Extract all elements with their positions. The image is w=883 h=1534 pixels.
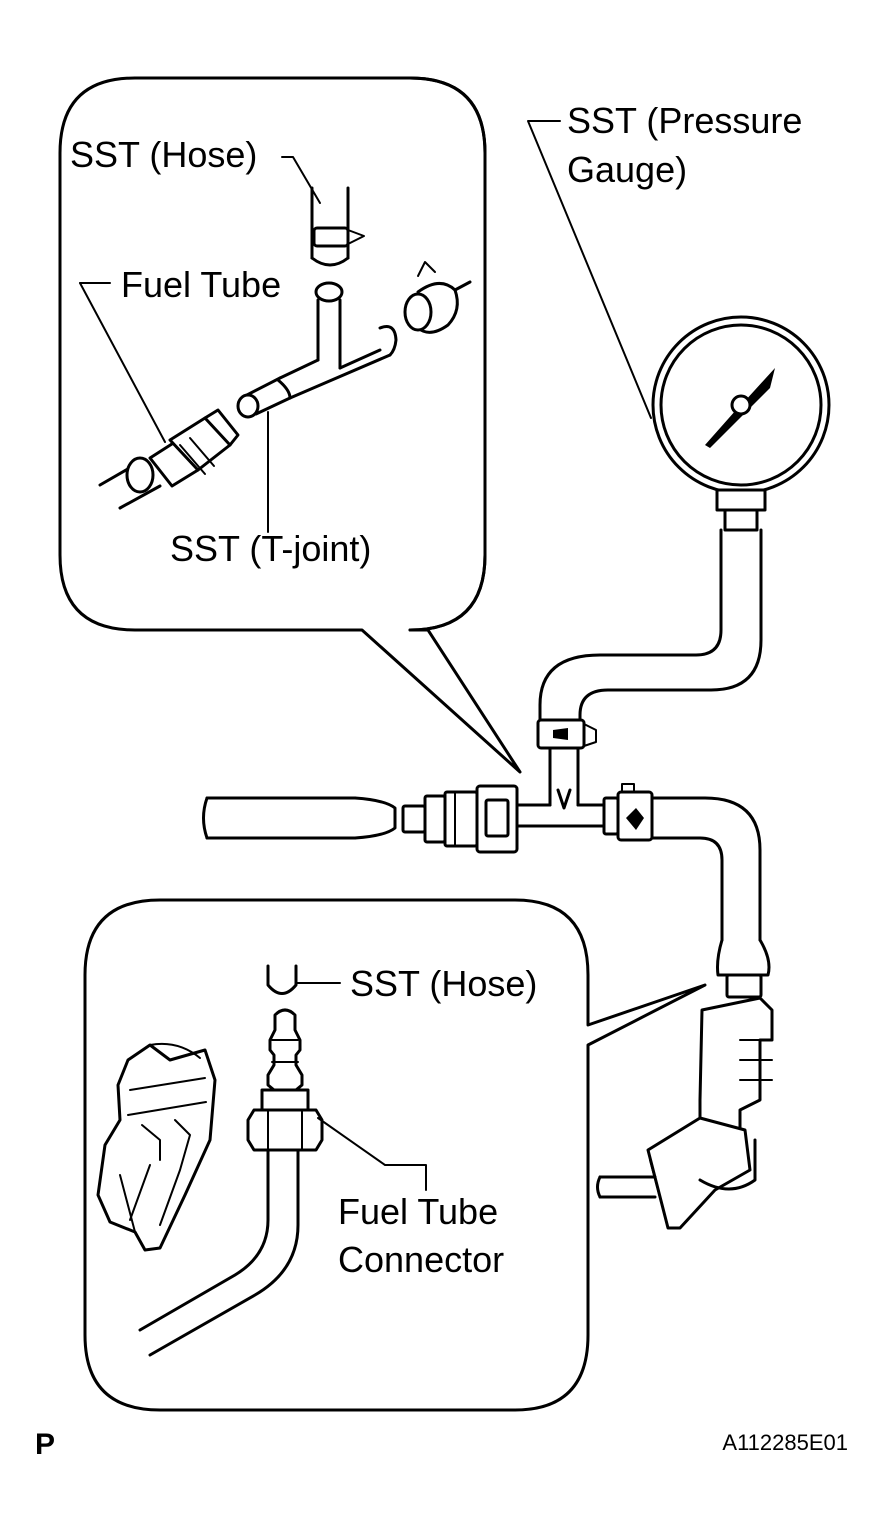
label-fuel-tube-connector-line2: Connector: [338, 1239, 504, 1280]
top-leaders: [79, 156, 321, 533]
top-detail-fuel-tube: [98, 408, 240, 510]
top-detail-tjoint: [236, 281, 398, 419]
labels: SST (Hose) Fuel Tube SST (T-joint) SST (…: [70, 100, 802, 1280]
label-sst-hose-bottom: SST (Hose): [350, 963, 537, 1004]
gauge-leader: [527, 120, 652, 419]
top-detail-hose: [310, 186, 365, 267]
label-fuel-tube: Fuel Tube: [121, 264, 281, 305]
main-fuel-line: [202, 783, 771, 999]
label-sst-tjoint: SST (T-joint): [170, 528, 371, 569]
bottom-detail-connector: [138, 1008, 427, 1357]
footer: P A112285E01: [35, 1428, 848, 1461]
label-sst-pressure-line1: SST (Pressure: [567, 100, 802, 141]
bottom-detail-hose-cap: [266, 964, 341, 995]
label-sst-pressure-line2: Gauge): [567, 149, 687, 190]
pressure-gauge: [651, 315, 831, 532]
top-detail-clamp-right: [403, 261, 472, 334]
label-fuel-tube-connector-line1: Fuel Tube: [338, 1191, 498, 1232]
label-sst-hose-top: SST (Hose): [70, 134, 257, 175]
bottom-detail-retainer-clip: [96, 1042, 217, 1252]
footer-left-code: P: [35, 1428, 55, 1461]
fuel-pump-connector: [596, 996, 774, 1230]
top-callout: [58, 76, 522, 774]
gauge-hose: [536, 528, 763, 810]
figure-id: A112285E01: [722, 1430, 848, 1455]
bottom-callout: [83, 898, 707, 1412]
